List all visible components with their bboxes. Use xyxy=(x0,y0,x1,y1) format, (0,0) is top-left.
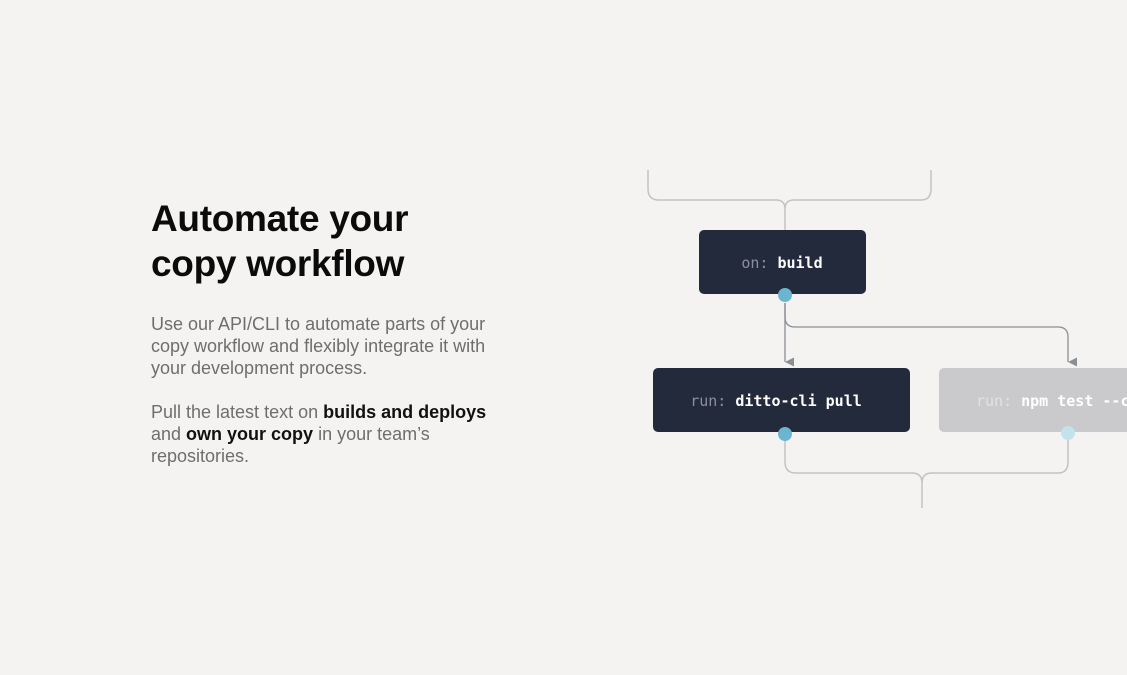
trigger-output-node xyxy=(778,288,792,302)
builds-paragraph-text-3: in your team’s repositories. xyxy=(151,424,430,466)
section-heading-line-2: copy workflow xyxy=(151,243,405,284)
step-command: npm test --c xyxy=(1021,392,1127,410)
step-card-npm-test: run: npm test --c xyxy=(939,368,1127,432)
step-card-npm-test-background xyxy=(939,368,1127,432)
builds-paragraph-text-2: and xyxy=(151,424,187,444)
step-keyword: run: xyxy=(976,392,1012,410)
step-keyword: run: xyxy=(690,392,726,410)
trigger-card-background xyxy=(699,230,866,294)
step-card-ditto-pull: run: ditto-cli pull xyxy=(653,368,910,432)
builds-paragraph-text-1: Pull the latest text on xyxy=(151,402,324,422)
own-your-copy-emphasis: own your copy xyxy=(186,424,314,444)
step-ditto-pull-output-node xyxy=(778,427,792,441)
arrow-to-test-step xyxy=(784,303,1078,367)
trigger-command: build xyxy=(777,254,822,272)
builds-and-deploys-emphasis: builds and deploys xyxy=(323,402,487,422)
step-npm-test-output-node xyxy=(1061,426,1075,440)
copy-block: Automate your copy workflow Use our API/… xyxy=(151,196,491,467)
description-paragraph: Use our API/CLI to automate parts of you… xyxy=(151,314,486,378)
step-label-npm-test: run: npm test --c xyxy=(976,392,1127,410)
bottom-bracket-connector xyxy=(784,440,1069,508)
builds-paragraph: Pull the latest text on builds and deplo… xyxy=(151,401,491,467)
section-heading: Automate your copy workflow xyxy=(151,196,491,286)
section-heading-line-1: Automate your xyxy=(151,198,409,239)
step-card-ditto-pull-background xyxy=(653,368,910,432)
top-bracket-connector xyxy=(647,170,932,230)
trigger-card: on: build xyxy=(699,230,866,294)
trigger-keyword: on: xyxy=(741,254,768,272)
trigger-label: on: build xyxy=(741,254,822,272)
step-command: ditto-cli pull xyxy=(735,392,861,410)
step-label-ditto-pull: run: ditto-cli pull xyxy=(690,392,862,410)
